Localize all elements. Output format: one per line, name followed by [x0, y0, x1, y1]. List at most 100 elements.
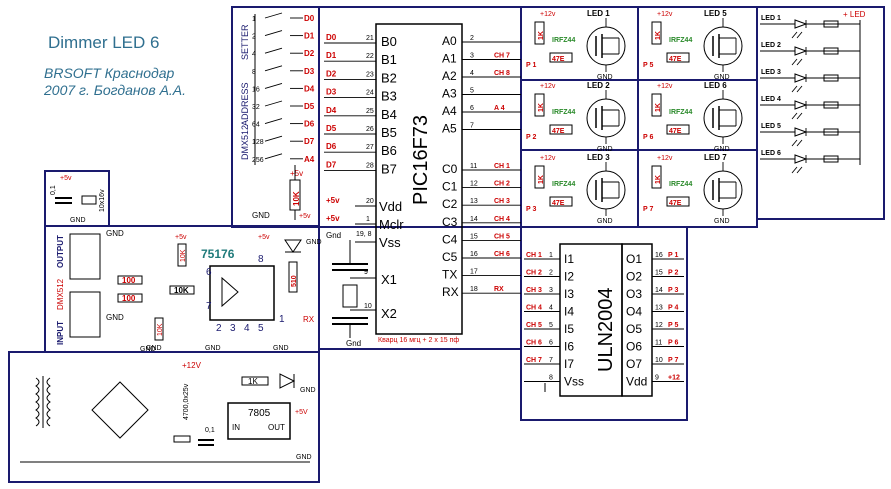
pic-power-net-0: +5v	[326, 196, 340, 205]
driver-r47-3	[666, 124, 690, 135]
uln-in-label-0: I1	[564, 252, 574, 266]
rs485-pin1: 1	[279, 314, 285, 325]
pic-c-net-0: CH 1	[494, 163, 510, 170]
uln-in-net-6: CH 7	[526, 357, 542, 364]
driver-gnd-1: GND	[714, 74, 730, 81]
driver-led-2: LED 2	[587, 81, 610, 90]
led-bank-diode-3	[794, 100, 808, 110]
uln-out-num-3: 13	[655, 305, 663, 312]
power-frame	[8, 351, 320, 483]
uln-out-net-2: P 3	[668, 287, 678, 294]
power-supply: GND +12V 4700,0x25v 0,1 7805 IN OUT +5V …	[20, 346, 316, 463]
pulldown-gnd: GND	[146, 345, 162, 352]
driver-r1k-4	[534, 165, 545, 189]
pic-c-num-5: 16	[470, 251, 478, 258]
r510-label: 510	[291, 275, 298, 287]
driver-r1k-label-1: 1K	[655, 31, 662, 40]
uln-in-num-3: 4	[549, 305, 553, 312]
driver-gnd-5: GND	[714, 218, 730, 225]
pic-a-label-3: A3	[442, 87, 457, 101]
reg-name: 7805	[248, 408, 271, 419]
uln-in-label-1: I2	[564, 270, 574, 284]
ic75176-name: 75176	[201, 247, 235, 261]
uln-out-num-6: 10	[655, 357, 663, 364]
pic-left-label-4: B4	[381, 107, 397, 122]
pic-left-net-7: D7	[326, 160, 337, 169]
cap-01-ps: 0,1	[205, 427, 215, 434]
uln-out-num-7: 9	[655, 375, 659, 382]
r100-a: 100	[122, 276, 136, 285]
pic-left-label-2: B2	[381, 70, 397, 85]
driver-gnd-2: GND	[597, 146, 613, 153]
dip-value-7: 128	[252, 139, 264, 146]
led-bank-diode-4	[794, 127, 808, 137]
pic-power-label-0: Vdd	[379, 199, 402, 214]
uln-out-net-5: P 6	[668, 340, 678, 347]
dip-net-7: D7	[304, 137, 315, 146]
driver-gnd-3: GND	[714, 146, 730, 153]
pic-gnd-label: Gnd	[326, 231, 341, 240]
driver-gnd-0: GND	[597, 74, 613, 81]
cap-10x16-label: 10x16v	[99, 189, 106, 212]
setter-plus5-label: +5v	[290, 169, 303, 178]
pic-power-label-1: Mclr	[379, 217, 404, 232]
ps-gnd-bottom: GND	[296, 454, 312, 461]
uln-in-num-7: 8	[549, 375, 553, 382]
driver-r1k-label-4: 1K	[538, 175, 545, 184]
uln-in-net-0: CH 1	[526, 252, 542, 259]
uln-out-num-4: 12	[655, 322, 663, 329]
uln-out-net-6: P 7	[668, 357, 678, 364]
cap-gnd: GND	[70, 217, 86, 224]
cap-plus5: +5v	[60, 175, 72, 182]
uln-in-net-4: CH 5	[526, 322, 542, 329]
pic-left-num-3: 24	[366, 90, 374, 97]
driver-p-0: P 1	[526, 62, 536, 69]
led-bank-diode-5	[794, 154, 808, 164]
pic-a-net-2: CH 8	[494, 70, 510, 77]
frames	[8, 6, 885, 483]
led-bank-res-2	[823, 74, 839, 82]
pic-c-num-2: 13	[470, 198, 478, 205]
driver-irfz-2: IRFZ44	[552, 109, 575, 116]
pic-a-label-2: A2	[442, 69, 457, 83]
pic-c-net-3: CH 4	[494, 216, 510, 223]
driver-led-3: LED 6	[704, 81, 727, 90]
driver-r1k-1	[651, 21, 662, 45]
pic-left-label-7: B7	[381, 161, 397, 176]
driver-plus12-1: +12v	[657, 11, 673, 18]
driver-r47-label-1: 47E	[669, 56, 682, 63]
uln-in-num-4: 5	[549, 322, 553, 329]
dip-net-0: D0	[304, 14, 315, 23]
dip-value-6: 64	[252, 122, 260, 129]
pic-a-num-4: 6	[470, 105, 474, 112]
uln-out-net-1: P 2	[668, 270, 678, 277]
driver-p-5: P 7	[643, 206, 653, 213]
pic-left-net-3: D3	[326, 88, 337, 97]
reg-in: IN	[232, 423, 240, 432]
uln-in-net-2: CH 3	[526, 287, 542, 294]
r10k-pullup: 10K	[180, 249, 187, 262]
pic-xtal-num-0: 9	[364, 269, 368, 276]
driver-r1k-label-3: 1K	[655, 103, 662, 112]
uln-out-num-5: 11	[655, 340, 662, 347]
vss-pin-numbers: 19, 8	[356, 231, 372, 238]
ps-plus5: +5V	[295, 409, 308, 416]
dip-net-6: D6	[304, 120, 315, 129]
out-gnd: GND	[106, 229, 124, 238]
title-block: Dimmer LED 6 BRSOFT Краснодар 2007 г. Бо…	[43, 33, 186, 98]
led-bank-label-3: LED 4	[761, 96, 781, 103]
uln-in-num-0: 1	[549, 252, 553, 259]
r10k-setter-label: 10K	[292, 191, 301, 206]
dmx512-label: DMX512	[56, 278, 65, 310]
pic-power-num-0: 20	[366, 198, 374, 205]
driver-r47-label-4: 47E	[552, 200, 565, 207]
driver-irfz-3: IRFZ44	[669, 109, 692, 116]
led-gnd: GND	[306, 239, 322, 246]
